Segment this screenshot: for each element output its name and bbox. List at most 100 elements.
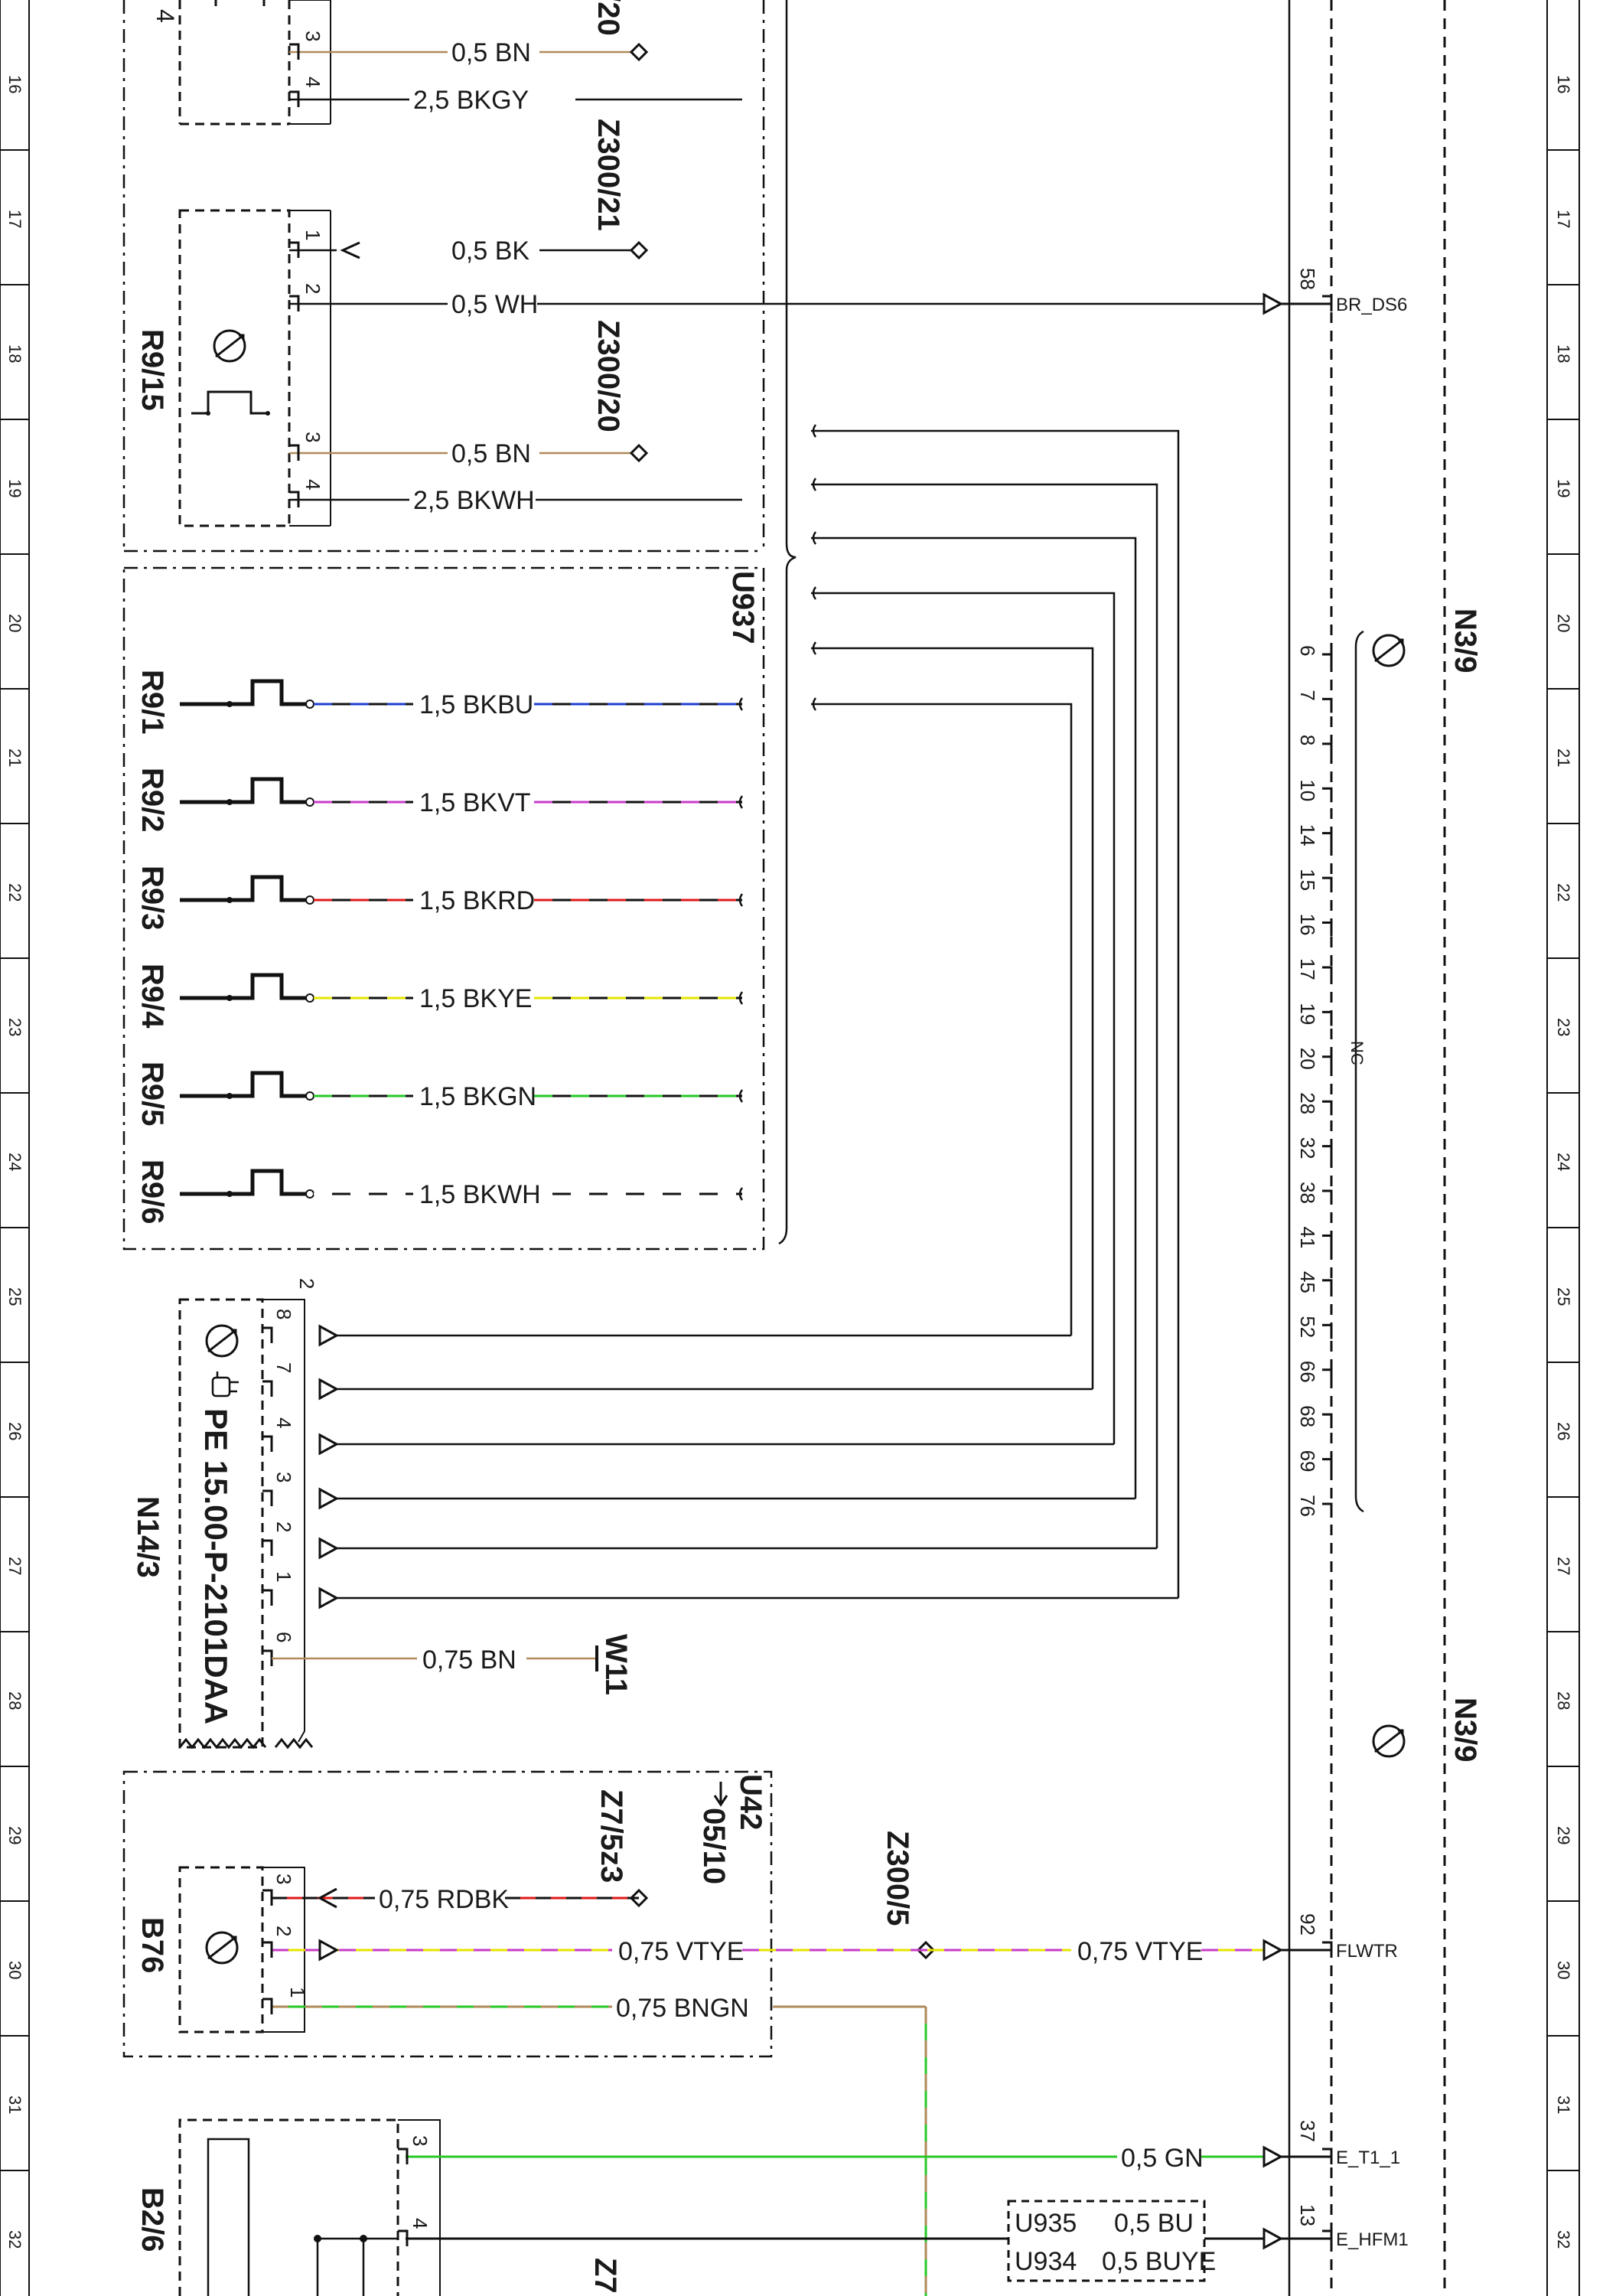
terminal-dot bbox=[226, 995, 233, 1001]
row-number: 24 bbox=[5, 1153, 24, 1171]
nc-bracket bbox=[1354, 630, 1364, 1513]
n3-9-temp-sensor-icon bbox=[1372, 634, 1406, 1758]
heater-icon bbox=[180, 973, 308, 1000]
pin-number: 13 bbox=[1296, 2204, 1319, 2226]
pin-number: 4 bbox=[272, 1417, 295, 1428]
terminal-dot bbox=[226, 799, 233, 805]
row-number: 16 bbox=[1554, 75, 1573, 93]
heater-icon bbox=[180, 1169, 308, 1196]
pin-number: 20 bbox=[1296, 1048, 1319, 1070]
pin-mark bbox=[1322, 1055, 1333, 1071]
pin-number: 3 bbox=[272, 1472, 295, 1482]
pin-number: 2 bbox=[272, 1521, 295, 1532]
wire-label: 1,5 BKYE bbox=[419, 984, 532, 1013]
pin-number: 16 bbox=[1296, 914, 1319, 936]
wire-label: 0,5 BN bbox=[451, 439, 531, 468]
n14-3-label: N14/3 bbox=[131, 1496, 165, 1578]
wire-break-tick bbox=[738, 1089, 744, 1103]
wire-break-tick bbox=[738, 795, 744, 809]
row-number: 23 bbox=[5, 1018, 24, 1036]
top-left-fragment: 4 bbox=[152, 9, 179, 23]
pin-mark bbox=[1322, 1502, 1333, 1518]
pin-number: 8 bbox=[272, 1309, 295, 1319]
row-number: 31 bbox=[1554, 2095, 1573, 2114]
u935-label: U935 bbox=[1015, 2209, 1077, 2238]
row-number: 17 bbox=[1554, 210, 1573, 228]
pin-arrow-icon bbox=[340, 241, 360, 259]
n14-3-pin-arrows bbox=[318, 1324, 340, 1609]
pin-number: 38 bbox=[1296, 1182, 1319, 1204]
row-number: 17 bbox=[5, 210, 24, 228]
n14-3-pin-marks bbox=[262, 1326, 273, 1666]
wire-label: 0,5 BK bbox=[451, 236, 529, 266]
wire-label: 0,5 GN bbox=[1121, 2144, 1204, 2173]
row-number: 18 bbox=[5, 344, 24, 363]
n14-3-reference: PE 15.00-P-2101DAA bbox=[198, 1408, 234, 1724]
pin-number: 92 bbox=[1296, 1913, 1319, 1936]
wire-label: 1,5 BKBU bbox=[419, 690, 533, 719]
wire-label: 0,75 VTYE bbox=[1077, 1937, 1203, 1966]
pin-number: 2 bbox=[301, 283, 324, 294]
terminal-dot bbox=[305, 895, 314, 905]
w11-label: W11 bbox=[599, 1634, 633, 1695]
terminal-dot bbox=[226, 701, 233, 707]
pin-number: 15 bbox=[1296, 869, 1319, 891]
row-number: 30 bbox=[1554, 1961, 1573, 1979]
terminal-dot bbox=[226, 1093, 233, 1099]
signal-name: BR_DS6 bbox=[1336, 295, 1407, 315]
u937-label: U937 bbox=[726, 571, 760, 644]
row-number: 32 bbox=[5, 2230, 24, 2249]
row-number: 25 bbox=[5, 1287, 24, 1306]
pin-number: 3 bbox=[301, 432, 324, 442]
row-number: 20 bbox=[5, 614, 24, 632]
pin-mark bbox=[1322, 1413, 1333, 1429]
top-left-component-box bbox=[178, 0, 291, 126]
pin-mark bbox=[1322, 1323, 1333, 1339]
pin-number: 2 bbox=[272, 1926, 295, 1936]
r9-switch-label: R9/3 bbox=[135, 866, 169, 931]
pin-number: 3 bbox=[409, 2135, 432, 2146]
wire-break-tick bbox=[738, 893, 744, 907]
pin-number: 68 bbox=[1296, 1405, 1319, 1427]
row-number: 19 bbox=[1554, 479, 1573, 497]
pin-number: 69 bbox=[1296, 1450, 1319, 1473]
pin-mark bbox=[1322, 697, 1333, 713]
u42-ref-arrow-icon bbox=[713, 1782, 728, 1807]
row-number: 22 bbox=[5, 883, 24, 902]
wire-label: 0,5 BN bbox=[451, 38, 531, 67]
u42-label: U42 bbox=[734, 1774, 767, 1830]
z300-20-top-label: Z300/20 bbox=[591, 0, 625, 36]
nc-label: NC bbox=[1347, 1041, 1367, 1065]
heater-icon bbox=[180, 679, 308, 706]
z300-20-label: Z300/20 bbox=[591, 320, 625, 432]
row-number: 27 bbox=[1554, 1557, 1573, 1575]
pin-number: 10 bbox=[1296, 779, 1319, 801]
row-number: 29 bbox=[1554, 1826, 1573, 1844]
wire-label: 0,75 BNGN bbox=[616, 1994, 749, 2023]
pin-mark bbox=[1322, 1279, 1333, 1294]
row-number: 24 bbox=[1554, 1153, 1573, 1171]
harness-routing-lines bbox=[321, 429, 1180, 1600]
r9-15-label: R9/15 bbox=[135, 329, 169, 411]
heater-icon bbox=[180, 777, 308, 804]
pin-number: 41 bbox=[1296, 1226, 1319, 1248]
wire-label: 1,5 BKRD bbox=[419, 886, 535, 915]
row-number: 16 bbox=[5, 75, 24, 93]
row-number: 26 bbox=[1554, 1422, 1573, 1440]
pin-number: 37 bbox=[1296, 2120, 1319, 2142]
pin-number: 4 bbox=[301, 77, 324, 87]
b76-pin-marks bbox=[262, 1887, 337, 2014]
pin-mark bbox=[1322, 1010, 1333, 1026]
connector-pin-marks bbox=[289, 43, 300, 507]
wire-label: 1,5 BKGN bbox=[419, 1082, 536, 1111]
wire-label: 0,5 BUYE bbox=[1102, 2247, 1216, 2276]
r9-15-box bbox=[178, 209, 291, 527]
wire-label: 0,5 WH bbox=[451, 290, 538, 319]
r9-15-temp-sensor-icon bbox=[213, 329, 246, 363]
wire-break-tick bbox=[738, 991, 744, 1005]
row-number: 28 bbox=[5, 1691, 24, 1710]
b76-wires bbox=[272, 1896, 1264, 2296]
